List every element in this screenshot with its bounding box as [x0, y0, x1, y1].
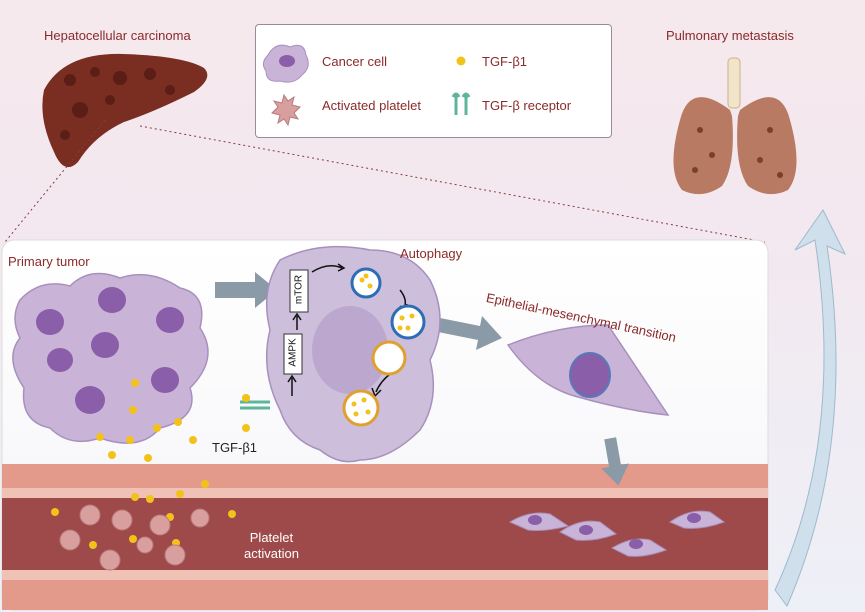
platelet-activation-line1: Platelet	[249, 530, 294, 545]
activated-platelet-icon	[271, 93, 301, 127]
ampk-label: AMPK	[287, 338, 299, 367]
pulmonary-label: Pulmonary metastasis	[666, 28, 794, 43]
circulating-tumor-cells	[508, 510, 726, 557]
tgf-b1-legend-icon	[456, 56, 466, 66]
autophagosome-contents	[351, 273, 415, 417]
process-arrows	[215, 272, 629, 486]
autophagy-label: Autophagy	[400, 246, 463, 261]
lungs-icon	[673, 57, 797, 195]
platelet-activation-line2: activation	[244, 546, 299, 561]
hcc-label: Hepatocellular carcinoma	[44, 28, 191, 43]
primary-tumor-label: Primary tumor	[8, 254, 90, 269]
emt-label: Epithelial-mesenchymal transition	[484, 290, 678, 345]
platelet-activation-label: Platelet activation	[244, 530, 299, 562]
legend-activated-platelet: Activated platelet	[322, 98, 422, 113]
mtor-label: mTOR	[293, 274, 305, 305]
legend-tgf-b-receptor: TGF-β receptor	[482, 98, 572, 113]
tgf-b-receptor-on-cell	[240, 394, 270, 410]
primary-tumor-cluster	[12, 272, 209, 444]
legend-tgf-b1: TGF-β1	[482, 54, 528, 69]
autophagosomes	[342, 267, 426, 427]
pathway-arrows	[287, 263, 408, 398]
cancer-cell-icon	[262, 44, 309, 83]
metastasis-arrow	[774, 209, 847, 607]
legend-cancer-cell: Cancer cell	[322, 54, 388, 69]
legend-box: Cancer cell TGF-β1 Activated platelet TG…	[255, 24, 612, 138]
tgf-b-receptor-icon	[451, 92, 471, 115]
tgf-b1-label: TGF-β1	[212, 440, 258, 455]
blood-vessel	[2, 464, 768, 610]
activated-platelets	[59, 504, 210, 571]
liver-icon	[42, 53, 208, 168]
tgf-b1-dots	[51, 379, 250, 549]
